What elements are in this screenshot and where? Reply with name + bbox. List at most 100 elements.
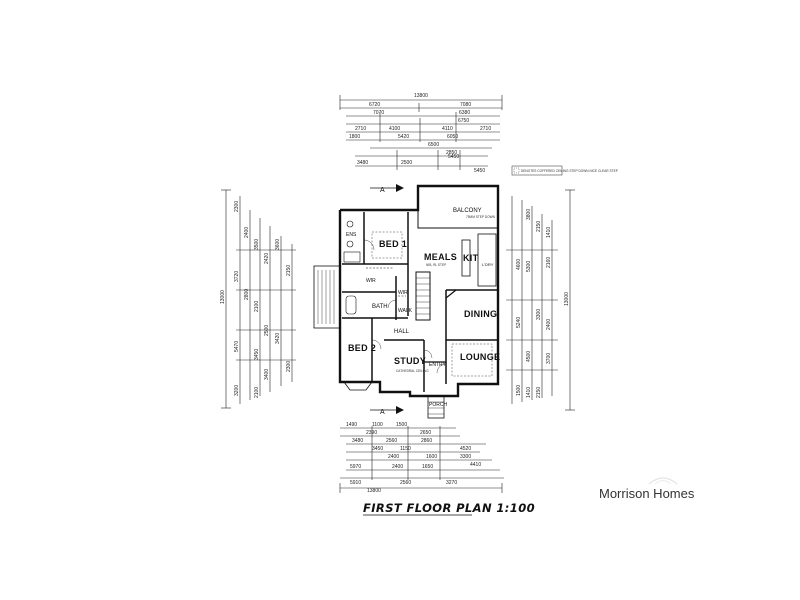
dim-bottom-11: 1600 — [426, 454, 437, 460]
dim-left-15: 2100 — [254, 387, 260, 398]
dim-bottom-9: 3450 — [372, 446, 383, 452]
room-label-wir2: WIR — [398, 290, 408, 296]
right-dimension-lines — [506, 189, 575, 411]
top-dimension-lines — [339, 95, 503, 170]
note-study: CATHEDRAL CEILING — [396, 369, 429, 373]
room-label-ens: ENS — [346, 232, 357, 238]
dim-right-9: 2400 — [546, 319, 552, 330]
svg-text:A: A — [380, 187, 385, 194]
dim-left-17: 2300 — [286, 361, 292, 372]
room-label-ldry: L'DRY — [482, 262, 494, 267]
section-marker-top: A — [370, 184, 404, 194]
dim-right-10: 4500 — [526, 351, 532, 362]
dim-bottom-4: 2390 — [366, 430, 377, 436]
dim-left-14: 3200 — [234, 385, 240, 396]
dim-top-14: 2850 — [446, 150, 457, 156]
dim-bottom-16: 5970 — [350, 464, 361, 470]
dim-left-6: 2150 — [286, 265, 292, 276]
bottom-dimension-lines — [339, 426, 504, 493]
dim-bottom-6: 3480 — [352, 438, 363, 444]
dim-right-4: 4600 — [516, 259, 522, 270]
dim-left-11: 3450 — [254, 349, 260, 360]
dim-left-4: 2420 — [264, 253, 270, 264]
dim-bottom-21: 3270 — [446, 480, 457, 486]
dim-bottom-15: 4410 — [470, 462, 481, 468]
dim-top-6: 2710 — [355, 126, 366, 132]
dim-top-17: 5450 — [448, 154, 459, 160]
dim-top-18: 5450 — [474, 168, 485, 174]
room-label-bath: BATH — [372, 304, 388, 310]
dim-bottom-20: 2560 — [400, 480, 411, 486]
dim-left-7: 3720 — [234, 271, 240, 282]
plan-title: FIRST FLOOR PLAN 1:100 — [363, 501, 535, 515]
dim-left-12: 2500 — [264, 325, 270, 336]
dim-top-11: 5420 — [398, 134, 409, 140]
dim-top-12: 6050 — [447, 134, 458, 140]
dim-left-13: 3420 — [275, 333, 281, 344]
plan-walls — [313, 184, 500, 419]
svg-text:A: A — [380, 409, 385, 416]
room-label-meals: MEALS — [424, 252, 457, 262]
dim-left-10: 5470 — [234, 341, 240, 352]
dim-bottom-18: 1650 — [422, 464, 433, 470]
dim-bottom-19: 5910 — [350, 480, 361, 486]
room-label-kit: KIT — [463, 253, 479, 263]
dim-top-7: 4100 — [389, 126, 400, 132]
dim-right-6: 2160 — [546, 257, 552, 268]
room-label-bed1: BED 1 — [379, 239, 407, 249]
dim-top-9: 2710 — [480, 126, 491, 132]
room-label-hall: HALL — [394, 329, 410, 335]
dim-right-8: 3300 — [536, 309, 542, 320]
dim-right-3: 1410 — [546, 227, 552, 238]
dim-top-overall: 13800 — [414, 93, 428, 99]
dim-right-13: 1410 — [526, 387, 532, 398]
dim-bottom-3: 1500 — [396, 422, 407, 428]
dim-left-overall: 13000 — [220, 290, 226, 304]
dim-right-12: 1500 — [516, 385, 522, 396]
dim-right-11: 3700 — [546, 353, 552, 364]
dim-bottom-17: 2400 — [392, 464, 403, 470]
section-marker-bottom: A — [370, 406, 404, 416]
dim-top-15: 3480 — [357, 160, 368, 166]
dim-bottom-5: 2650 — [420, 430, 431, 436]
dim-bottom-10: 1150 — [400, 446, 411, 452]
dim-bottom-12: 2400 — [388, 454, 399, 460]
dim-bottom-7: 2560 — [386, 438, 397, 444]
dim-left-2: 2400 — [244, 227, 250, 238]
dim-left-9: 2100 — [254, 301, 260, 312]
dim-top-4: 6380 — [459, 110, 470, 116]
dim-top-10: 1800 — [349, 134, 360, 140]
room-label-porch: PORCH — [429, 402, 447, 408]
dim-top-2: 7080 — [460, 102, 471, 108]
dim-top-3: 7070 — [373, 110, 384, 116]
dim-right-7: 5240 — [516, 317, 522, 328]
dim-right-2: 2150 — [536, 221, 542, 232]
dim-left-8: 2800 — [244, 289, 250, 300]
brand-logo-icon — [648, 477, 678, 485]
room-label-walk: WALK — [398, 308, 413, 314]
dim-bottom-8: 2860 — [421, 438, 432, 444]
room-label-bed2: BED 2 — [348, 343, 376, 353]
ceiling-legend: DENOTES COFFERED CEILING STEP DOWN NICE … — [511, 165, 618, 176]
dim-top-1: 6720 — [369, 102, 380, 108]
dim-top-5: 6750 — [458, 118, 469, 124]
dim-bottom-overall: 13800 — [367, 488, 381, 494]
room-label-entry: ENTRY — [429, 362, 447, 368]
dim-right-14: 2150 — [536, 387, 542, 398]
dim-left-5: 3600 — [275, 239, 281, 250]
dim-right-5: 5300 — [526, 261, 532, 272]
dim-bottom-14: 3300 — [460, 454, 471, 460]
dim-right-1: 3800 — [526, 209, 532, 220]
note-meals: NIB, RL STEP — [426, 263, 446, 267]
room-label-lounge: LOUNGE — [460, 352, 500, 362]
left-dimension-lines — [221, 189, 296, 409]
dim-left-3: 3500 — [254, 239, 260, 250]
brand-name: Morrison Homes — [599, 486, 695, 501]
legend-text: DENOTES COFFERED CEILING STEP DOWN NICE … — [521, 169, 618, 173]
dim-bottom-1: 1490 — [346, 422, 357, 428]
note-balcony: 75MM STEP DOWN — [466, 215, 496, 219]
dim-right-overall: 13000 — [564, 292, 570, 306]
dim-top-13: 6500 — [428, 142, 439, 148]
room-label-study: STUDY — [394, 356, 426, 366]
